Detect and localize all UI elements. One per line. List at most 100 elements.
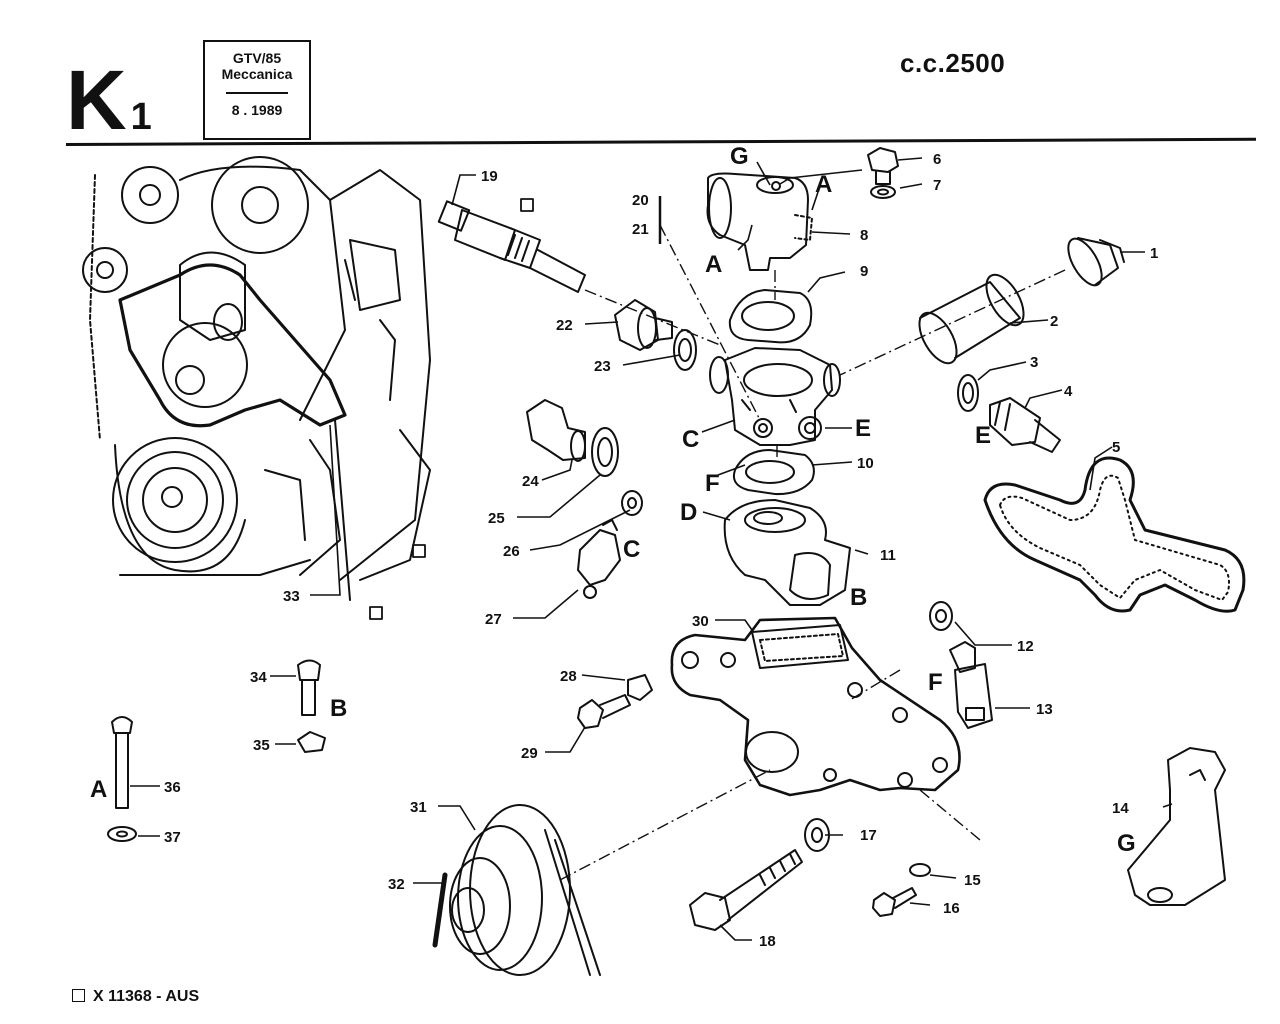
ref-letter-b: B [850, 584, 867, 611]
ref-letter-a: A [815, 171, 832, 198]
engine-overview [82, 156, 431, 601]
callout-27: 27 [485, 611, 502, 628]
callout-18: 18 [759, 933, 776, 950]
part-7-washer [870, 185, 896, 199]
callout-32: 32 [388, 876, 405, 893]
ref-letter-g: G [1117, 830, 1136, 857]
part-8-elbow [706, 172, 813, 271]
part-2-hose [918, 273, 1025, 365]
callout-25: 25 [488, 510, 505, 527]
callout-5: 5 [1112, 439, 1120, 456]
ref-letter-f: F [928, 669, 943, 696]
callout-16: 16 [943, 900, 960, 917]
callout-17: 17 [860, 827, 877, 844]
part-1-clamp [1067, 237, 1125, 287]
part-4-sender [989, 397, 1061, 453]
category-label: Meccanica [221, 66, 293, 82]
callout-3: 3 [1030, 354, 1038, 371]
callout-31: 31 [410, 799, 427, 816]
part-35-nut [297, 731, 326, 753]
callout-22: 22 [556, 317, 573, 334]
part-22-fitting [614, 299, 673, 351]
part-23-washer [673, 329, 697, 371]
callout-12: 12 [1017, 638, 1034, 655]
callout-29: 29 [521, 745, 538, 762]
part-34-bolt [297, 659, 321, 716]
part-28-washer [627, 674, 653, 701]
ref-letter-e: E [975, 422, 991, 449]
section-number: 1 [130, 96, 152, 138]
ref-letter-c: C [623, 536, 640, 563]
part-15-washer [909, 863, 931, 877]
callout-21: 21 [632, 221, 649, 238]
callout-6: 6 [933, 151, 941, 168]
callout-15: 15 [964, 872, 981, 889]
callout-7: 7 [933, 177, 941, 194]
callout-30: 30 [692, 613, 709, 630]
part-37-washer [107, 826, 137, 842]
part-36-stud [111, 716, 133, 809]
callout-35: 35 [253, 737, 270, 754]
callout-19: 19 [481, 168, 498, 185]
callout-34: 34 [250, 669, 267, 686]
callout-28: 28 [560, 668, 577, 685]
model-label: GTV/85 [232, 50, 282, 66]
footer-code: X 11368 - AUS [72, 988, 199, 1006]
callout-36: 36 [164, 779, 181, 796]
footer-code-text: X 11368 - AUS [93, 988, 200, 1005]
callout-24: 24 [522, 473, 539, 490]
assembly-axes [559, 224, 1066, 881]
part-3-washer [957, 374, 979, 412]
ref-letter-b: B [330, 695, 347, 722]
date-label: 8 . 1989 [231, 101, 283, 118]
marker-square [72, 989, 85, 1002]
section-letter: K [66, 53, 127, 147]
ref-letter-c: C [682, 426, 699, 453]
ref-letter-a: A [90, 776, 107, 803]
callout-14: 14 [1112, 800, 1129, 817]
callout-1: 1 [1150, 245, 1158, 262]
thermostat-housing [709, 347, 841, 446]
callout-9: 9 [860, 263, 868, 280]
marker-square [369, 606, 383, 620]
part-16-bolt [872, 887, 917, 917]
callout-11: 11 [880, 547, 896, 564]
box-divider [226, 92, 288, 94]
part-13-sender [949, 641, 993, 729]
ref-letter-a: A [705, 251, 722, 278]
marker-square [520, 198, 534, 212]
marker-square [412, 544, 426, 558]
callout-33: 33 [283, 588, 300, 605]
part-27-sender [577, 519, 621, 599]
part-26-washer [621, 490, 643, 516]
part-14-bracket [1127, 747, 1226, 906]
ref-letter-d: D [680, 499, 697, 526]
ref-letter-f: F [705, 470, 720, 497]
part-18-bolt [689, 849, 803, 931]
part-31-pulley [432, 804, 601, 976]
callout-4: 4 [1064, 383, 1073, 400]
part-29-bolt [577, 694, 631, 729]
callout-23: 23 [594, 358, 611, 375]
ref-letter-e: E [855, 415, 871, 442]
part-9-gasket [728, 289, 813, 344]
leader-lines [130, 157, 1173, 941]
engine-displacement: c.c.2500 [900, 48, 1006, 78]
part-10-gasket [732, 449, 815, 496]
part-25-washer [591, 427, 619, 477]
ref-letter-g: G [730, 143, 749, 170]
part-12-washer [929, 601, 953, 631]
callout-2: 2 [1050, 313, 1058, 330]
callout-20: 20 [632, 192, 649, 209]
part-11-housing [723, 499, 851, 606]
callout-26: 26 [503, 543, 520, 560]
callout-13: 13 [1036, 701, 1053, 718]
model-info-box: GTV/85 Meccanica 8 . 1989 [203, 40, 311, 140]
part-19-sender [437, 200, 586, 293]
part-6-bolt [867, 147, 899, 185]
water-pump-body [670, 616, 961, 797]
callout-8: 8 [860, 227, 868, 244]
part-5-gasket [983, 456, 1246, 613]
